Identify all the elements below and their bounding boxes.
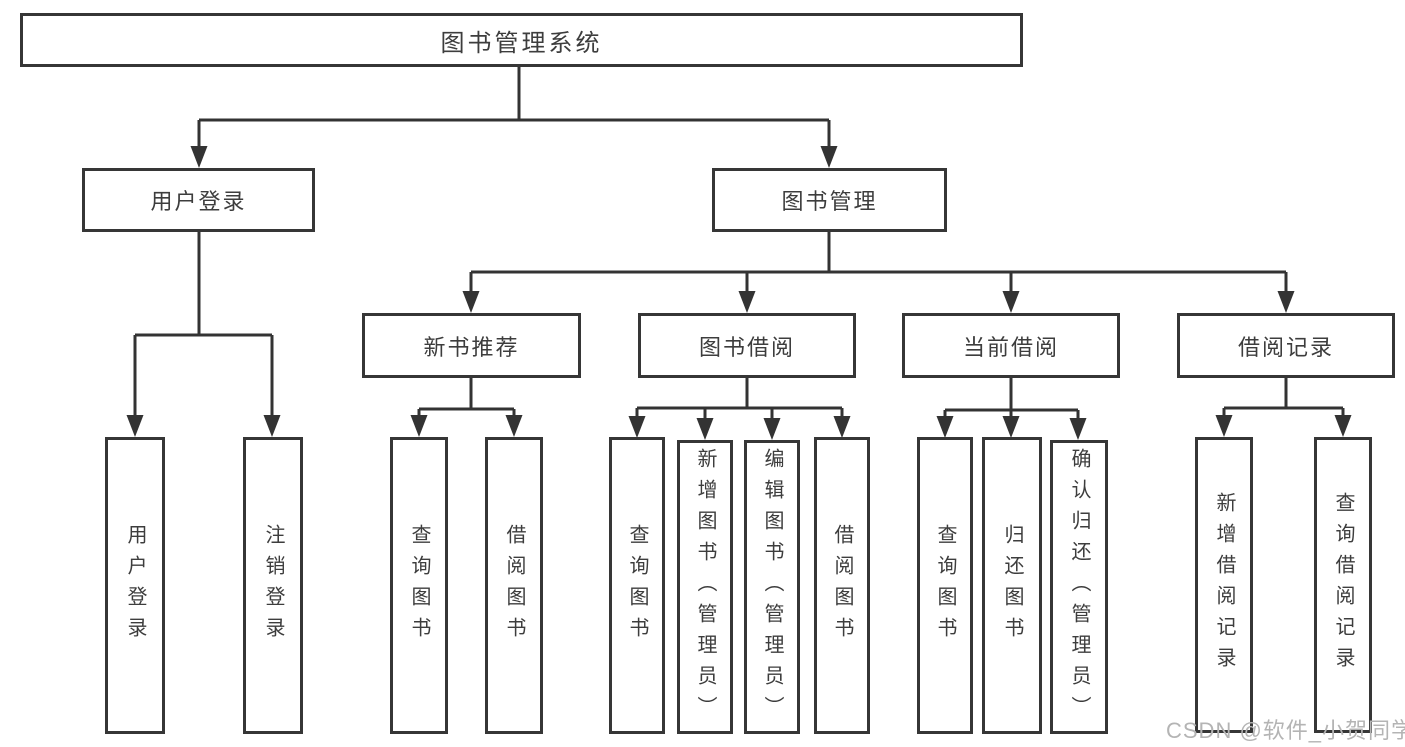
node-library-management-system: 图书管理系统 bbox=[20, 13, 1023, 67]
leaf-logout: 注销登录 bbox=[243, 437, 303, 734]
node-label: 注销登录 bbox=[262, 523, 284, 648]
node-label: 借阅记录 bbox=[1237, 334, 1334, 360]
node-new-book-recommend: 新书推荐 bbox=[362, 313, 581, 378]
node-book-borrowing: 图书借阅 bbox=[638, 313, 856, 378]
leaf-return-book: 归还图书 bbox=[982, 437, 1042, 734]
node-label: 编辑图书（管理员） bbox=[761, 447, 783, 727]
node-label: 图书管理系统 bbox=[440, 29, 603, 57]
node-label: 归还图书 bbox=[1001, 523, 1023, 648]
leaf-user-login: 用户登录 bbox=[105, 437, 165, 734]
leaf-borrowing-borrow-books: 借阅图书 bbox=[814, 437, 870, 734]
arrowhead-icons bbox=[126, 146, 1352, 440]
node-label: 用户登录 bbox=[150, 189, 247, 214]
node-label: 图书借阅 bbox=[698, 334, 795, 360]
leaf-current-query-books: 查询图书 bbox=[917, 437, 973, 734]
node-label: 用户登录 bbox=[124, 523, 146, 648]
node-label: 查询借阅记录 bbox=[1332, 492, 1354, 678]
node-current-borrowing: 当前借阅 bbox=[902, 313, 1120, 378]
node-label: 查询图书 bbox=[626, 523, 648, 648]
node-label: 借阅图书 bbox=[831, 523, 853, 648]
node-label: 借阅图书 bbox=[503, 523, 525, 648]
leaf-recommend-query-books: 查询图书 bbox=[390, 437, 448, 734]
leaf-borrowing-query-books: 查询图书 bbox=[609, 437, 665, 734]
leaf-add-book-admin: 新增图书（管理员） bbox=[677, 440, 733, 734]
leaf-edit-book-admin: 编辑图书（管理员） bbox=[744, 440, 800, 734]
node-label: 新增借阅记录 bbox=[1213, 492, 1235, 678]
leaf-recommend-borrow-books: 借阅图书 bbox=[485, 437, 543, 734]
node-label: 查询图书 bbox=[934, 523, 956, 648]
leaf-confirm-return-admin: 确认归还（管理员） bbox=[1050, 440, 1108, 734]
node-label: 查询图书 bbox=[408, 523, 430, 648]
node-borrowing-records: 借阅记录 bbox=[1177, 313, 1395, 378]
leaf-add-borrow-record: 新增借阅记录 bbox=[1195, 437, 1253, 733]
csdn-watermark: CSDN @软件_小贺同学 bbox=[1166, 718, 1405, 743]
node-user-login-module: 用户登录 bbox=[82, 168, 315, 232]
leaf-query-borrow-record: 查询借阅记录 bbox=[1314, 437, 1372, 733]
node-label: 新增图书（管理员） bbox=[694, 447, 716, 727]
node-label: 当前借阅 bbox=[962, 334, 1059, 360]
node-label: 确认归还（管理员） bbox=[1068, 447, 1090, 727]
node-label: 新书推荐 bbox=[423, 334, 520, 360]
node-label: 图书管理 bbox=[781, 189, 878, 214]
node-book-management-module: 图书管理 bbox=[712, 168, 947, 232]
